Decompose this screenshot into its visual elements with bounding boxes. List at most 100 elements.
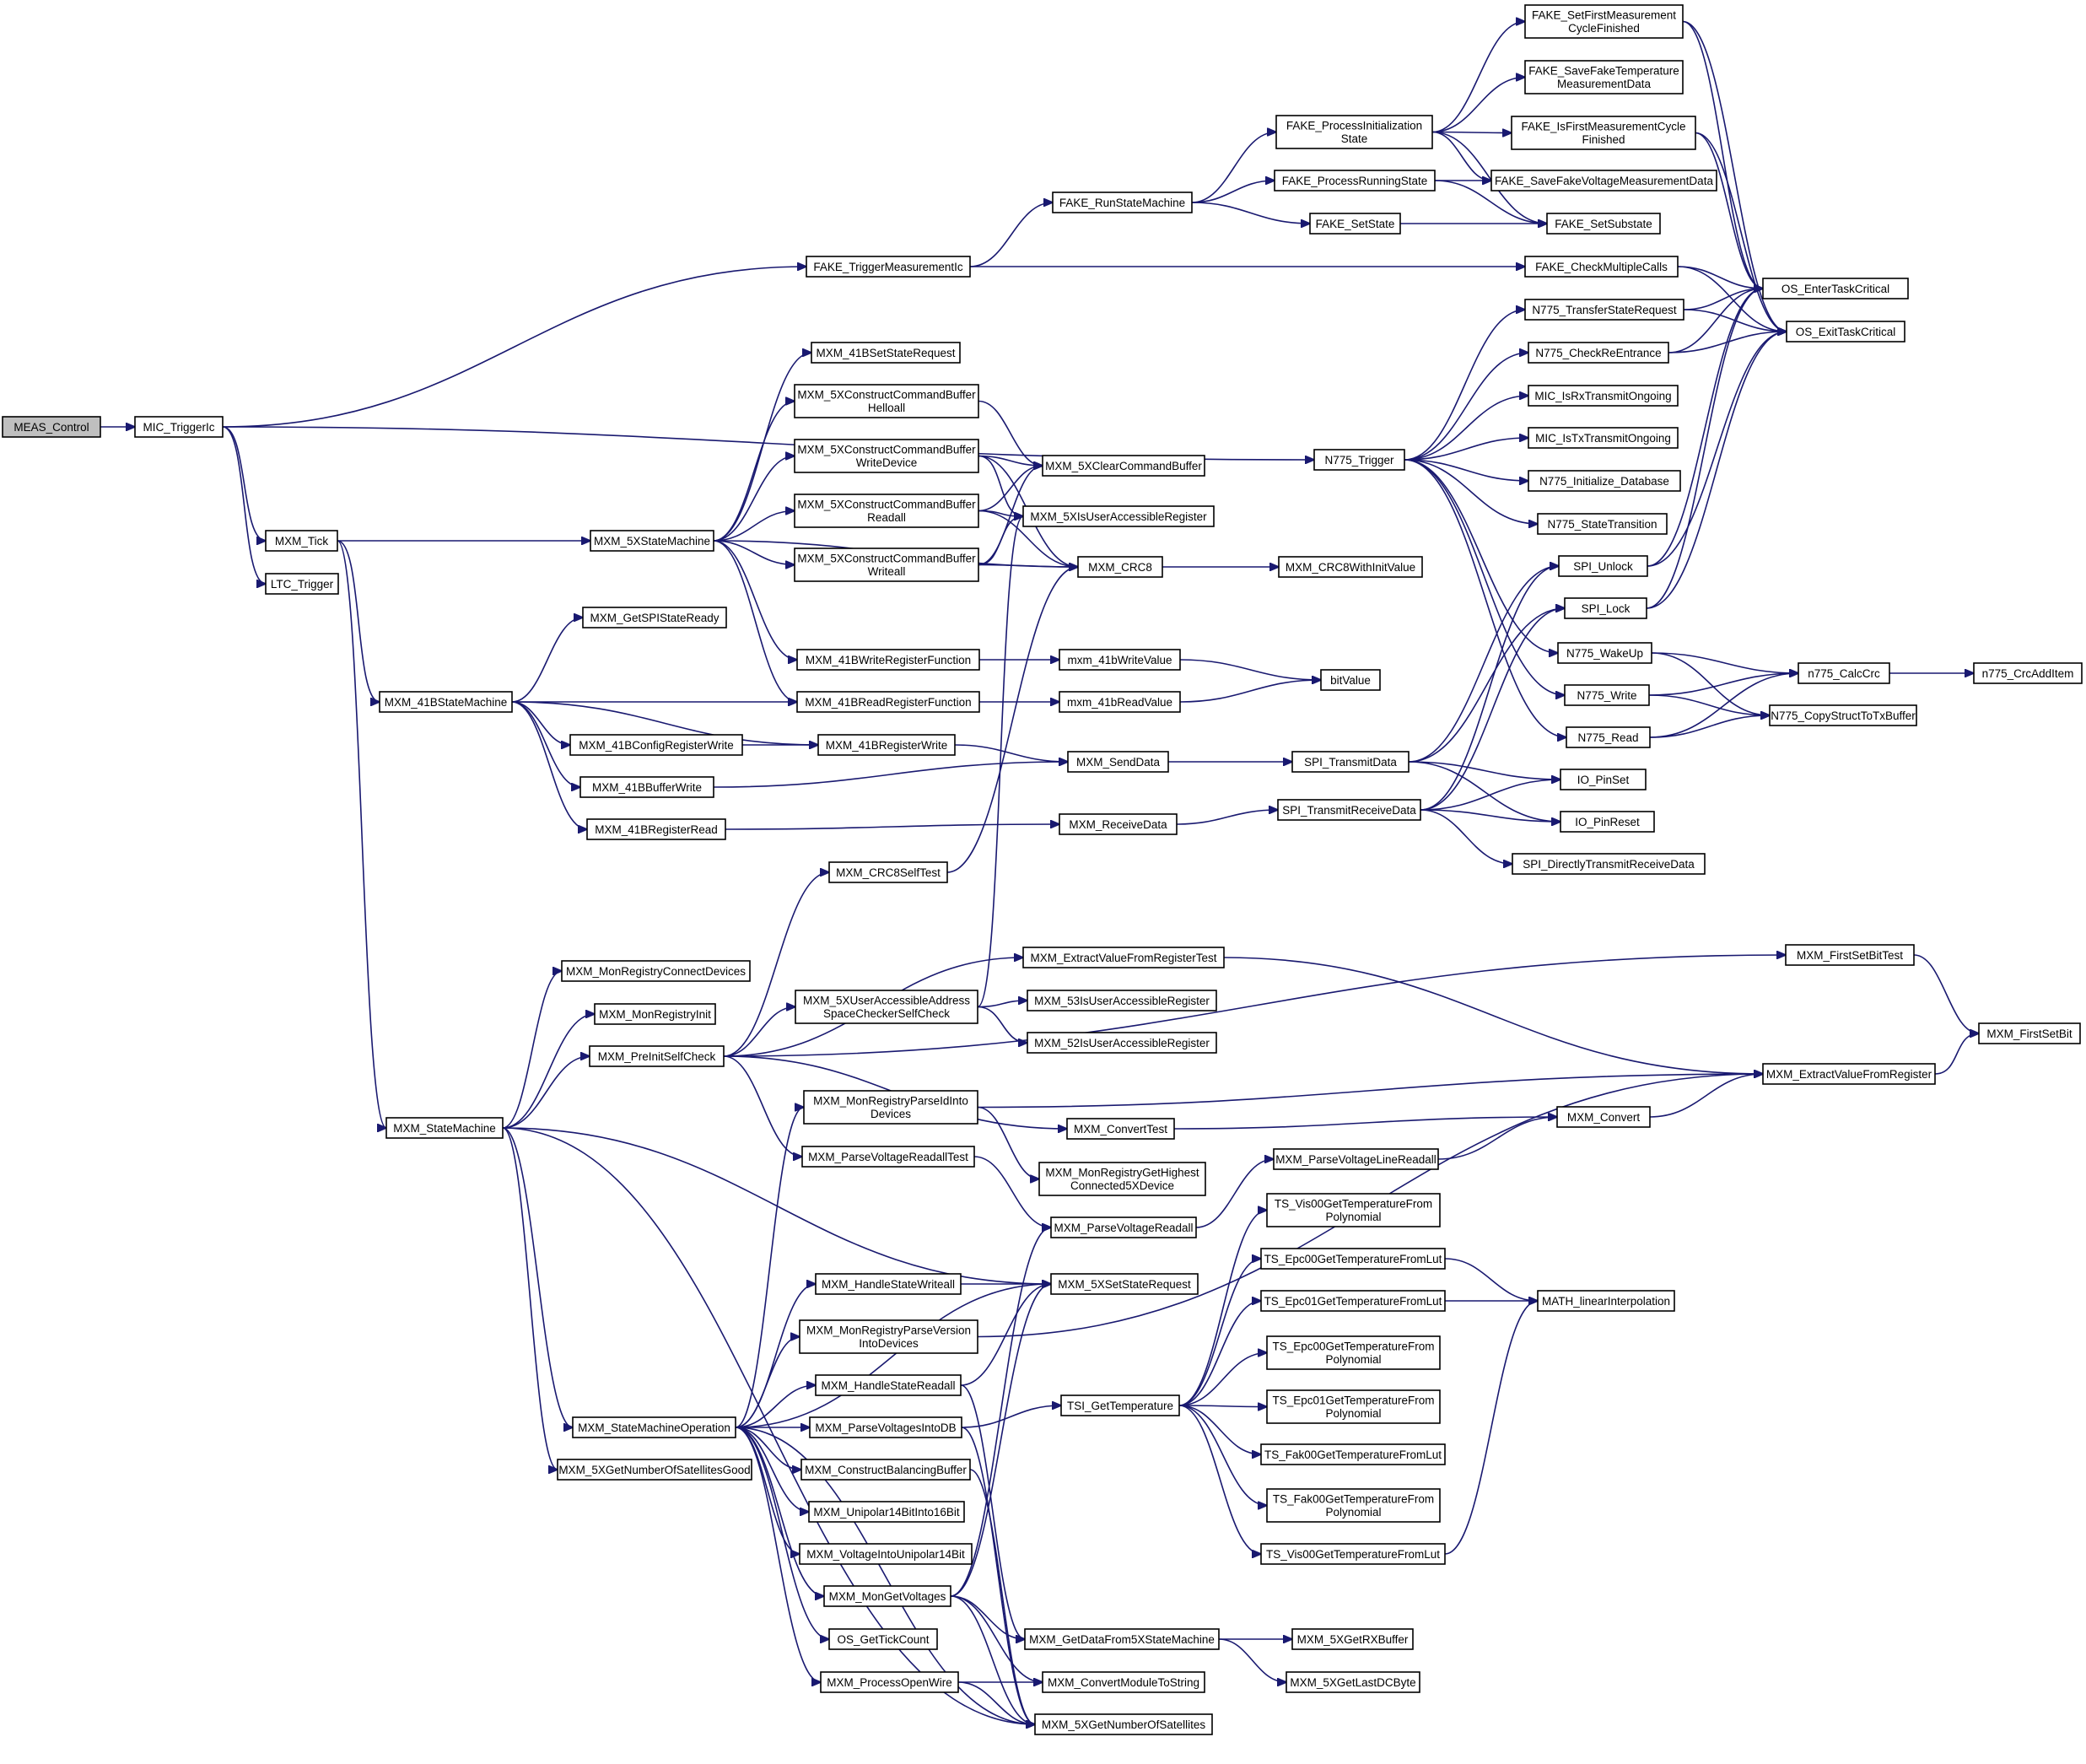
node-mxm-5-xis-user-accessible-register[interactable]: MXM_5XIsUserAccessibleRegister [1022, 505, 1215, 527]
node-n775-initialize-database[interactable]: N775_Initialize_Database [1528, 470, 1681, 492]
node-fake-set-state[interactable]: FAKE_SetState [1309, 213, 1401, 235]
node-mxm-parse-voltages-into-db[interactable]: MXM_ParseVoltagesIntoDB [809, 1416, 962, 1438]
node-mxm-extract-value-from-register-test[interactable]: MXM_ExtractValueFromRegisterTest [1022, 947, 1225, 968]
node-n775-write[interactable]: N775_Write [1564, 684, 1650, 706]
node-mxm-first-set-bit-test[interactable]: MXM_FirstSetBitTest [1785, 944, 1915, 966]
node-mxm-get-spistate-ready[interactable]: MXM_GetSPIStateReady [582, 607, 727, 628]
node-mxm-41-bset-state-request[interactable]: MXM_41BSetStateRequest [811, 342, 961, 364]
node-fake-save-fake-voltage-measurement-data[interactable]: FAKE_SaveFakeVoltageMeasurementData [1490, 170, 1717, 192]
node-mxm-41-bread-register-function[interactable]: MXM_41BReadRegisterFunction [796, 691, 980, 713]
node-mxm-52-is-user-accessible-register[interactable]: MXM_52IsUserAccessibleRegister [1027, 1032, 1217, 1054]
node-n775-check-re-entrance[interactable]: N775_CheckReEntrance [1528, 342, 1669, 364]
node-mxm-process-open-wire[interactable]: MXM_ProcessOpenWire [820, 1671, 959, 1693]
node-mxm-5-xget-number-of-satellites-good[interactable]: MXM_5XGetNumberOfSatellitesGood [557, 1459, 752, 1481]
node-mxm-extract-value-from-register[interactable]: MXM_ExtractValueFromRegister [1762, 1063, 1936, 1085]
node-io-pin-set[interactable]: IO_PinSet [1560, 769, 1647, 790]
node-ts-fak00-get-temperature-from-lut[interactable]: TS_Fak00GetTemperatureFromLut [1260, 1443, 1446, 1465]
node-spi-directly-transmit-receive-data[interactable]: SPI_DirectlyTransmitReceiveData [1512, 853, 1706, 875]
node-ts-epc00-get-temperature-from-lut[interactable]: TS_Epc00GetTemperatureFromLut [1260, 1248, 1446, 1270]
node-meas-control[interactable]: MEAS_Control [2, 416, 101, 438]
node-mxm-41b-write-value[interactable]: mxm_41bWriteValue [1059, 649, 1181, 671]
node-mxm-state-machine-operation[interactable]: MXM_StateMachineOperation [572, 1416, 736, 1438]
node-mxm-41-bstate-machine[interactable]: MXM_41BStateMachine [379, 691, 513, 713]
node-mic-trigger-ic[interactable]: MIC_TriggerIc [134, 416, 224, 438]
node-spi-transmit-receive-data[interactable]: SPI_TransmitReceiveData [1277, 799, 1421, 821]
node-mic-is-tx-transmit-ongoing[interactable]: MIC_IsTxTransmitOngoing [1528, 427, 1679, 449]
node-os-enter-task-critical[interactable]: OS_EnterTaskCritical [1762, 278, 1909, 299]
node-mxm-5-xclear-command-buffer[interactable]: MXM_5XClearCommandBuffer [1042, 455, 1205, 477]
node-tsi-get-temperature[interactable]: TSI_GetTemperature [1060, 1394, 1180, 1416]
node-ltc-trigger[interactable]: LTC_Trigger [265, 573, 339, 595]
node-io-pin-reset[interactable]: IO_PinReset [1560, 811, 1655, 833]
node-mxm-5-xset-state-request[interactable]: MXM_5XSetStateRequest [1050, 1273, 1199, 1295]
node-n775-trigger[interactable]: N775_Trigger [1313, 449, 1405, 471]
node-n775-calc-crc[interactable]: n775_CalcCrc [1798, 662, 1890, 684]
node-mxm-5-xget-last-dcbyte[interactable]: MXM_5XGetLastDCByte [1286, 1671, 1420, 1693]
node-os-exit-task-critical[interactable]: OS_ExitTaskCritical [1786, 321, 1905, 343]
node-fake-process-running-state[interactable]: FAKE_ProcessRunningState [1274, 170, 1436, 192]
node-mxm-5-xget-number-of-satellites[interactable]: MXM_5XGetNumberOfSatellites [1034, 1713, 1213, 1735]
node-ts-epc01-get-temperature-from-lut[interactable]: TS_Epc01GetTemperatureFromLut [1260, 1290, 1446, 1312]
node-mxm-voltage-into-unipolar14-bit[interactable]: MXM_VoltageIntoUnipolar14Bit [799, 1543, 973, 1565]
node-mxm-unipolar14-bit-into16-bit[interactable]: MXM_Unipolar14BitInto16Bit [808, 1501, 965, 1523]
node-mic-is-rx-transmit-ongoing[interactable]: MIC_IsRxTransmitOngoing [1528, 385, 1679, 407]
node-mxm-5-xstate-machine[interactable]: MXM_5XStateMachine [590, 530, 714, 552]
node-mxm-state-machine[interactable]: MXM_StateMachine [385, 1117, 504, 1139]
node-mxm-convert-module-to-string[interactable]: MXM_ConvertModuleToString [1042, 1671, 1205, 1693]
node-mxm-construct-balancing-buffer[interactable]: MXM_ConstructBalancingBuffer [800, 1459, 971, 1481]
node-mxm-41-bregister-read[interactable]: MXM_41BRegisterRead [586, 818, 726, 840]
node-os-get-tick-count[interactable]: OS_GetTickCount [828, 1628, 938, 1650]
node-mxm-mon-registry-init[interactable]: MXM_MonRegistryInit [594, 1003, 716, 1025]
node-mxm-crc8-self-test[interactable]: MXM_CRC8SelfTest [828, 861, 948, 883]
node-mxm-pre-init-self-check[interactable]: MXM_PreInitSelfCheck [589, 1045, 725, 1067]
node-mxm-receive-data[interactable]: MXM_ReceiveData [1059, 813, 1178, 835]
node-mxm-41b-read-value[interactable]: mxm_41bReadValue [1059, 691, 1181, 713]
node-mxm-parse-voltage-readall-test[interactable]: MXM_ParseVoltageReadallTest [801, 1146, 975, 1168]
node-mxm-crc8[interactable]: MXM_CRC8 [1077, 556, 1163, 578]
node-mxm-41-bconfig-register-write[interactable]: MXM_41BConfigRegisterWrite [569, 734, 743, 756]
node-mxm-mon-registry-connect-devices[interactable]: MXM_MonRegistryConnectDevices [561, 960, 751, 982]
node-mxm-5-xuser-accessible-address-space-checker-self-check[interactable]: MXM_5XUserAccessibleAddressSpaceCheckerS… [795, 990, 978, 1024]
node-mxm-first-set-bit[interactable]: MXM_FirstSetBit [1978, 1022, 2081, 1044]
node-mxm-get-data-from5-xstate-machine[interactable]: MXM_GetDataFrom5XStateMachine [1024, 1628, 1220, 1650]
node-mxm-send-data[interactable]: MXM_SendData [1067, 751, 1169, 773]
node-n775-transfer-state-request[interactable]: N775_TransferStateRequest [1524, 299, 1684, 321]
node-mxm-convert[interactable]: MXM_Convert [1556, 1106, 1651, 1128]
node-mxm-handle-state-writeall[interactable]: MXM_HandleStateWriteall [815, 1273, 962, 1295]
node-mxm-convert-test[interactable]: MXM_ConvertTest [1066, 1118, 1175, 1140]
node-mxm-mon-registry-get-highest-connected5-xdevice[interactable]: MXM_MonRegistryGetHighestConnected5XDevi… [1038, 1162, 1206, 1196]
node-ts-vis00-get-temperature-from-lut[interactable]: TS_Vis00GetTemperatureFromLut [1260, 1543, 1446, 1565]
node-n775-copy-struct-to-tx-buffer[interactable]: N775_CopyStructToTxBuffer [1769, 704, 1917, 726]
node-mxm-5-xget-rxbuffer[interactable]: MXM_5XGetRXBuffer [1291, 1628, 1414, 1650]
node-mxm-53-is-user-accessible-register[interactable]: MXM_53IsUserAccessibleRegister [1027, 990, 1217, 1011]
node-math-linear-interpolation[interactable]: MATH_linearInterpolation [1537, 1290, 1675, 1312]
node-spi-transmit-data[interactable]: SPI_TransmitData [1291, 751, 1410, 773]
node-spi-lock[interactable]: SPI_Lock [1564, 597, 1647, 619]
node-mxm-handle-state-readall[interactable]: MXM_HandleStateReadall [815, 1374, 962, 1396]
node-spi-unlock[interactable]: SPI_Unlock [1558, 555, 1648, 577]
node-fake-check-multiple-calls[interactable]: FAKE_CheckMultipleCalls [1524, 256, 1679, 278]
node-mxm-mon-get-voltages[interactable]: MXM_MonGetVoltages [823, 1585, 951, 1607]
node-mxm-parse-voltage-line-readall[interactable]: MXM_ParseVoltageLineReadall [1273, 1148, 1439, 1170]
node-n775-state-transition[interactable]: N775_StateTransition [1537, 513, 1668, 535]
node-n775-wake-up[interactable]: N775_WakeUp [1557, 642, 1652, 664]
node-mxm-crc8-with-init-value[interactable]: MXM_CRC8WithInitValue [1278, 556, 1423, 578]
node-n775-read[interactable]: N775_Read [1566, 726, 1651, 748]
node-bit-value[interactable]: bitValue [1320, 669, 1381, 691]
node-mxm-parse-voltage-readall[interactable]: MXM_ParseVoltageReadall [1050, 1216, 1197, 1238]
node-fake-trigger-measurement-ic[interactable]: FAKE_TriggerMeasurementIc [806, 256, 971, 278]
